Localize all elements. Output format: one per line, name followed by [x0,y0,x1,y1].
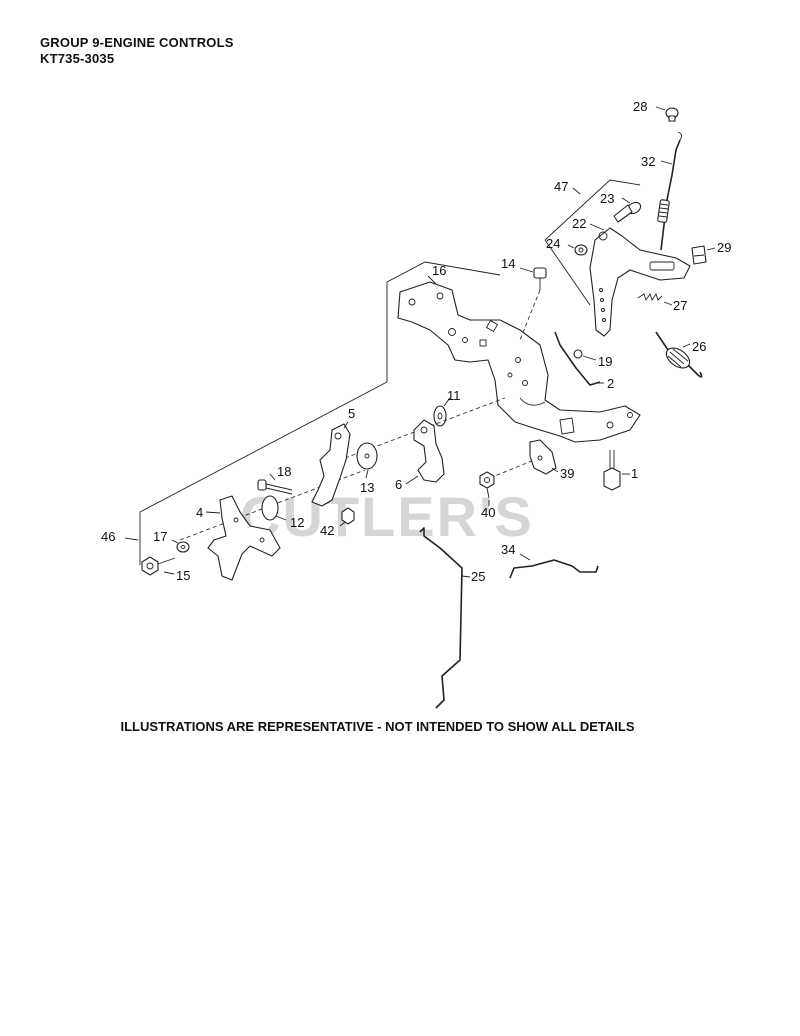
callout-12: 12 [290,515,304,530]
leader-46 [124,537,139,541]
bolt-18 [257,479,293,495]
leader-6 [405,475,419,485]
leader-17 [171,539,179,544]
callout-11: 11 [447,388,461,403]
callout-46: 46 [101,529,115,544]
callout-13: 13 [360,480,374,495]
group-bracket-46 [139,261,501,565]
leader-29 [706,247,716,251]
callout-27: 27 [673,298,687,313]
leader-42 [339,521,346,527]
callout-14: 14 [501,256,515,271]
callout-34: 34 [501,542,515,557]
callout-42: 42 [320,523,334,538]
model-number: KT735-3035 [40,51,115,66]
leader-39 [551,467,559,473]
callout-5: 5 [348,406,355,421]
pin-23 [613,201,642,223]
callout-4: 4 [196,505,203,520]
group-bracket-47b [544,239,591,306]
leader-28 [655,106,666,111]
callout-19: 19 [598,354,612,369]
lever-5 [311,423,351,507]
main-control-bracket [397,281,641,443]
callout-25: 25 [471,569,485,584]
callout-24: 24 [546,236,560,251]
callout-1: 1 [631,466,638,481]
leader-4 [205,511,221,514]
callout-2: 2 [607,376,614,391]
page-title: GROUP 9-ENGINE CONTROLS [40,35,234,50]
rod-25 [419,527,463,709]
callout-32: 32 [641,154,655,169]
callout-22: 22 [572,216,586,231]
bolt-40 [479,471,495,499]
disc-12 [261,495,279,521]
leader-16 [427,275,437,285]
leader-11 [443,397,451,407]
callout-18: 18 [277,464,291,479]
leader-22 [589,223,605,231]
rod-34 [509,559,599,579]
clip-29 [691,245,707,265]
leader-13 [365,469,369,479]
rod-2 [554,331,601,386]
bolt-15 [141,556,176,576]
leader-47 [572,187,581,195]
group-bracket-47 [544,179,641,241]
leader-18 [269,473,276,481]
washer-17 [176,541,190,553]
callout-39: 39 [560,466,574,481]
callout-17: 17 [153,529,167,544]
cable-32 [657,131,683,251]
cap-28 [665,107,679,122]
leader-15 [163,571,175,575]
callout-6: 6 [395,477,402,492]
disclaimer-note: ILLUSTRATIONS ARE REPRESENTATIVE - NOT I… [120,719,635,734]
callout-40: 40 [481,505,495,520]
washer-19 [573,349,583,359]
leader-19 [582,355,597,361]
watermark: CUTLER'S [240,485,534,548]
callout-16: 16 [432,263,446,278]
leader-32 [660,160,673,165]
axis-14 [519,289,541,341]
leader-14 [519,267,534,273]
throttle-lever-22 [589,227,691,337]
bolt-1 [603,450,621,491]
axis-40 [489,459,535,479]
leader-12 [275,515,287,521]
callout-28: 28 [633,99,647,114]
lever-6 [413,419,445,483]
bracket-4 [207,495,281,581]
bolt-14 [533,267,547,290]
washer-11 [433,405,447,427]
leader-25 [461,575,471,578]
callout-15: 15 [176,568,190,583]
callout-23: 23 [600,191,614,206]
callout-47: 47 [554,179,568,194]
leader-5 [343,421,349,429]
leader-27 [663,301,673,306]
clip-39 [529,439,557,475]
washer-24 [574,244,588,256]
spring-27 [637,292,663,302]
callout-29: 29 [717,240,731,255]
callout-26: 26 [692,339,706,354]
disc-13 [356,442,378,470]
leader-24 [567,244,575,249]
nut-42 [341,507,355,525]
leader-23 [621,197,631,204]
spring-26 [655,331,703,378]
leader-26 [682,343,691,348]
leader-34 [519,553,531,561]
